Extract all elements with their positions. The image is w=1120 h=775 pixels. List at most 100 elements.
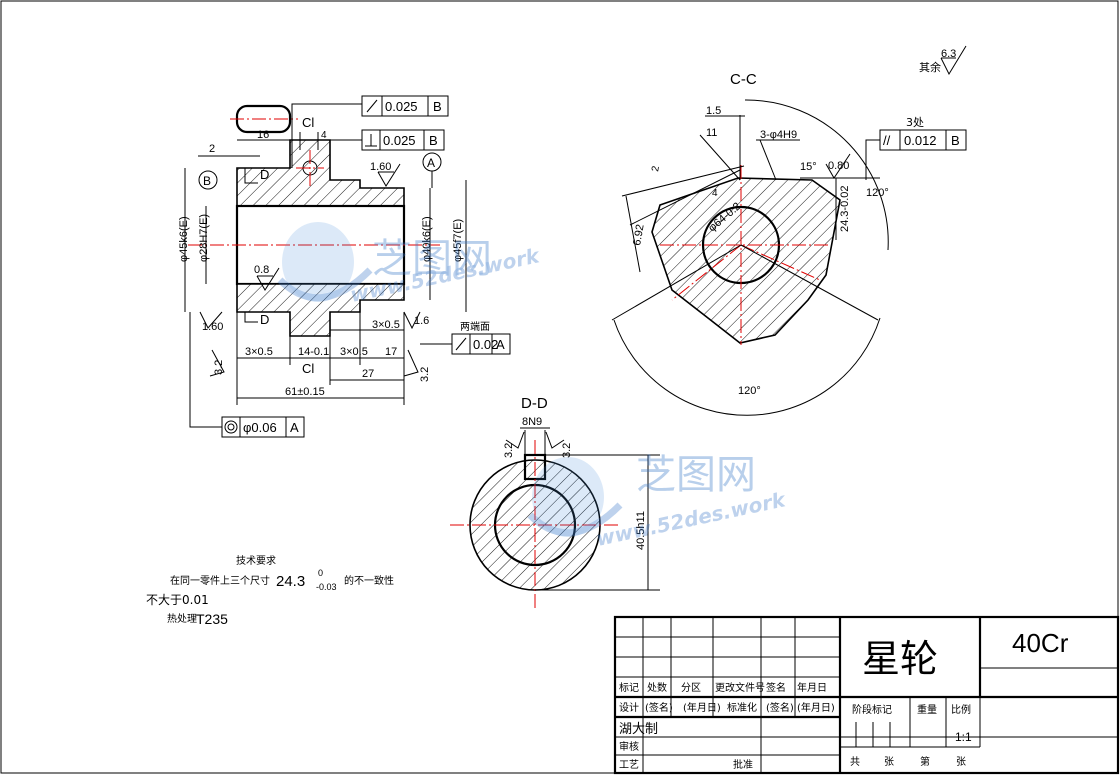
- roughness-rest: 其余 6.3: [919, 45, 967, 76]
- label-d-bottom: D: [260, 312, 269, 327]
- tol-frame-3: 两端面 0.02 A: [420, 320, 511, 355]
- tb-r1-0: 标记: [619, 682, 639, 694]
- tech-line1-dim: 24.3: [276, 573, 305, 590]
- cc-angle-top: 120°: [866, 187, 889, 199]
- cc-rough-080: 0.80: [828, 160, 849, 172]
- rough-16: 1.6: [414, 315, 429, 327]
- tb-weight: 重量: [917, 703, 937, 716]
- cc-dim-11: 11: [706, 127, 717, 139]
- tb-r2-1: (签名): [645, 701, 673, 714]
- cc-tol-value: 0.012: [904, 133, 937, 148]
- tb-r1-4: 签名: [766, 681, 786, 694]
- star-wheel-body: [651, 177, 841, 344]
- cc-angle-15: 15°: [800, 161, 817, 173]
- tb-r1-3: 更改文件号: [715, 681, 765, 694]
- tb-r1-2: 分区: [681, 682, 701, 694]
- tech-line1-a: 在同一零件上三个尺寸: [170, 574, 270, 587]
- tb-scale: 1:1: [955, 730, 972, 744]
- section-lower: [236, 283, 405, 337]
- dim-27: 27: [362, 368, 374, 380]
- dia-28h7: φ28H7(E): [198, 214, 210, 262]
- tech-line2: 不大于0.01: [146, 593, 209, 607]
- cc-tol-symbol: //: [883, 133, 891, 148]
- dim-17: 17: [385, 346, 397, 358]
- cc-dim-6-92: 6.92: [631, 223, 647, 246]
- dia-45f7: φ45f7(E): [452, 219, 464, 262]
- tb-r2-2: (年月日): [683, 701, 721, 714]
- tech-line1-tol-dn: -0.03: [316, 582, 337, 592]
- dia-45k6: φ45k6(E): [178, 216, 190, 262]
- label-d-top: D: [260, 167, 269, 182]
- rough-08: 0.8: [254, 264, 269, 276]
- part-name: 星轮: [862, 637, 938, 681]
- tech-title: 技术要求: [236, 554, 276, 567]
- watermark-2: 芝图网 www.52des.work: [527, 452, 789, 551]
- tol2-value: 0.025: [383, 133, 416, 148]
- ch-3: 3×0.5: [372, 319, 400, 331]
- rough-32-left: 3.2: [213, 360, 225, 375]
- dd-dim-40-5: 40.5h11: [635, 511, 647, 550]
- tol3-datum: A: [496, 337, 505, 352]
- rough-160-bottom: 1.60: [202, 321, 223, 333]
- datum-a: A: [427, 156, 435, 170]
- cc-tol-note: 3处: [906, 116, 924, 129]
- tol3-value: 0.02: [473, 337, 498, 352]
- watermark-cn-1: 芝图网: [372, 236, 492, 282]
- dim-16: 16: [257, 129, 269, 141]
- tol1-datum: B: [433, 99, 442, 114]
- section-cc: C-C 1.5 11 3-φ4H9 15° 0.80 24.3-0.02 φ64…: [611, 71, 967, 416]
- tol-frame-2: 0.025 B: [330, 129, 445, 151]
- tb-r1-1: 处数: [647, 681, 667, 694]
- roughness-rest-label: 其余: [919, 60, 941, 74]
- tb-r2-0: 设计: [619, 701, 639, 714]
- tb-r4: 审核: [619, 740, 639, 753]
- tol-frame-4: φ0.06 A: [189, 312, 305, 438]
- cc-dim-24-3: 24.3-0.02: [839, 186, 851, 232]
- tb-drawer: 湖大制: [619, 722, 658, 737]
- tol1-value: 0.025: [385, 99, 418, 114]
- ch-2: 3×0.5: [340, 346, 368, 358]
- cc-angle-bottom: 120°: [738, 385, 761, 397]
- section-dd: D-D 8N9 3.2 3.2 40.5h11: [450, 395, 660, 610]
- tb-b1: 共: [850, 756, 860, 768]
- tb-b4: 张: [956, 756, 966, 768]
- rough-160-top: 1.60: [370, 161, 391, 173]
- tb-b2: 张: [884, 756, 894, 768]
- tb-scale-h: 比例: [951, 703, 971, 716]
- roughness-rest-value: 6.3: [941, 48, 956, 60]
- tech-line1-tol-up: 0: [318, 568, 323, 578]
- datum-b: B: [203, 174, 211, 188]
- dim-2: 2: [209, 143, 215, 155]
- label-cl-bottom: Cl: [302, 361, 314, 376]
- tech-line3-a: 热处理: [167, 612, 197, 625]
- dd-rough-left: 3.2: [503, 443, 515, 458]
- tol-frame-1: 0.025 B: [291, 95, 449, 168]
- title-block: 星轮 40Cr 标记 处数 分区 更改文件号 签名 年月日 设计 (签名) (年…: [613, 615, 1120, 775]
- tol4-value: φ0.06: [243, 420, 277, 435]
- dim-4: 4: [321, 130, 327, 141]
- watermark-cn-2: 芝图网: [636, 452, 756, 498]
- ch-1: 3×0.5: [245, 346, 273, 358]
- dim-14: 14-0.1: [298, 346, 329, 358]
- cc-dim-2: 2: [650, 165, 662, 173]
- cc-holes: 3-φ4H9: [760, 129, 797, 141]
- tb-r2-5: (年月日): [797, 701, 835, 714]
- tol2-datum: B: [429, 133, 438, 148]
- dim-61: 61±0.15: [285, 386, 325, 398]
- dd-dim-8n9: 8N9: [522, 416, 542, 428]
- tol4-datum: A: [290, 420, 299, 435]
- tb-r1-5: 年月日: [797, 681, 827, 694]
- tb-b3: 第: [920, 755, 930, 768]
- tb-r2-4: (签名): [766, 701, 794, 714]
- tech-line1-b: 的不一致性: [344, 574, 394, 587]
- technical-requirements: 技术要求 在同一零件上三个尺寸 24.3 0 -0.03 的不一致性 不大于0.…: [146, 554, 394, 627]
- cc-tol-frame: 3处 // 0.012 B: [865, 116, 967, 180]
- cc-tol-datum: B: [951, 133, 960, 148]
- main-view: D D 16 2 Cl 4 0.025 B: [178, 95, 511, 438]
- dd-title: D-D: [521, 395, 548, 412]
- tb-r5b: 批准: [733, 758, 753, 771]
- tol3-note: 两端面: [460, 320, 490, 333]
- label-cl-top: Cl: [302, 115, 314, 130]
- tech-line3-b: T235: [196, 611, 228, 627]
